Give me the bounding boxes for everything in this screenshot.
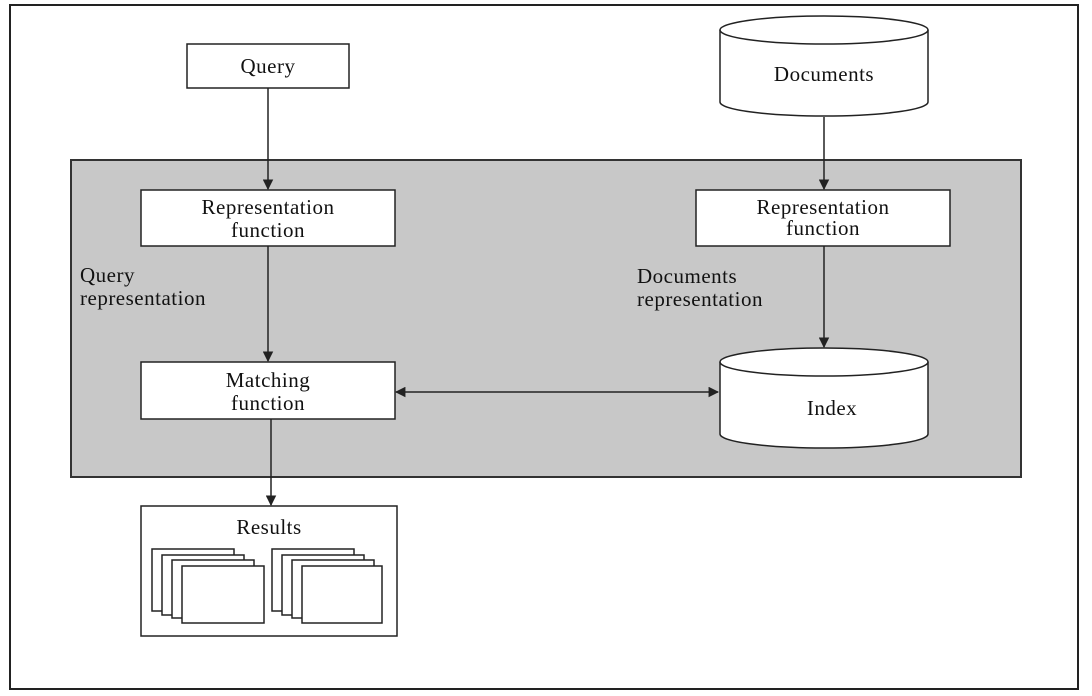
matching-function-line1: Matching (226, 368, 310, 392)
docs-rep-function-line1: Representation (757, 195, 890, 219)
query-representation-label-line2: representation (80, 286, 206, 310)
documents-node: Documents (719, 15, 929, 117)
matching-function-line2: function (231, 391, 305, 415)
documents-label: Documents (774, 62, 874, 86)
query-node: Query (186, 43, 350, 89)
matching-function-node: Matching function (140, 361, 396, 420)
index-label: Index (807, 396, 857, 420)
documents-representation-label-line1: Documents (637, 264, 737, 288)
documents-representation-label-line2: representation (637, 287, 763, 311)
document-stack-icon (271, 548, 383, 624)
query-rep-function-line1: Representation (202, 195, 335, 219)
results-node: Results (140, 505, 398, 637)
query-representation-function-node: Representation function (140, 189, 396, 247)
results-label: Results (236, 515, 301, 539)
query-label: Query (241, 54, 296, 78)
query-representation-label-line1: Query (80, 263, 135, 287)
document-stack-icon (151, 548, 265, 624)
docs-rep-function-line2: function (786, 216, 860, 240)
index-node: Index (719, 347, 929, 449)
figure-frame (9, 4, 1079, 690)
query-rep-function-line2: function (231, 218, 305, 242)
documents-representation-function-node: Representation function (695, 189, 951, 247)
